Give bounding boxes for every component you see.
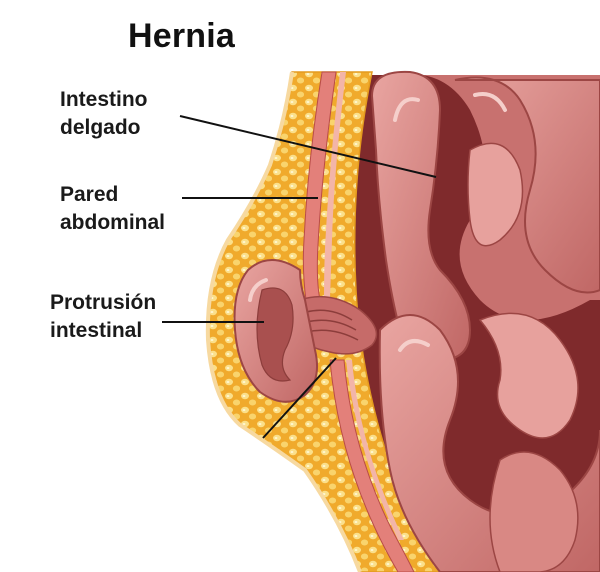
leader-line-protrusion-neck	[262, 357, 337, 439]
abdominal-wall-fascia	[324, 72, 346, 300]
label-small-intestine: Intestino delgado	[60, 88, 148, 139]
herniated-loop	[233, 259, 378, 403]
abdominal-wall-lower	[329, 359, 415, 572]
abdominal-wall-fascia-lower	[346, 360, 404, 540]
label-abdominal-wall: Pared abdominal	[60, 183, 166, 234]
diagram-title: Hernia	[128, 17, 236, 55]
small-intestine-loops	[370, 70, 600, 572]
label-intestinal-protrusion: Protrusión intestinal	[50, 291, 157, 342]
leader-line-small-intestine	[179, 115, 437, 178]
skin-edge	[205, 71, 362, 572]
